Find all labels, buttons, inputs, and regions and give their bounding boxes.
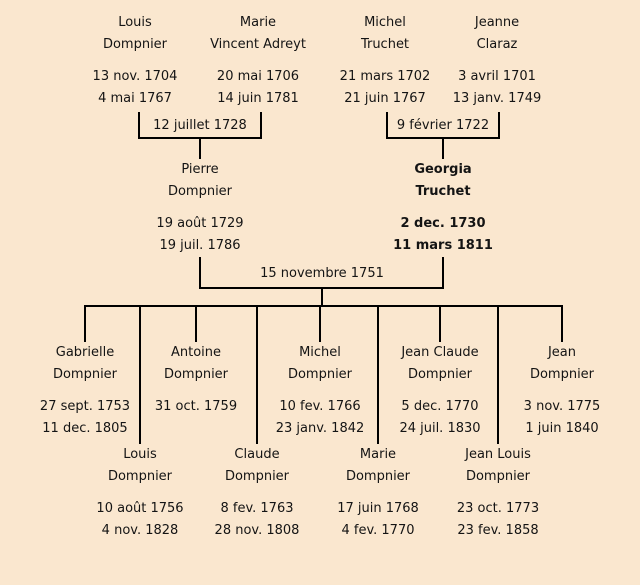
person-last-name: Dompnier: [167, 184, 233, 199]
person-death-date: 4 fev. 1770: [341, 523, 415, 538]
person-first-name: Jean: [547, 345, 577, 360]
person-first-name: Antoine: [170, 345, 222, 360]
person-death-date: 1 juin 1840: [525, 421, 599, 436]
connector-line: [138, 112, 140, 139]
person-first-name: Claude: [234, 447, 280, 462]
person-last-name: Dompnier: [102, 37, 168, 52]
connector-line: [199, 137, 201, 159]
person-last-name: Dompnier: [224, 469, 290, 484]
person-death-date: 13 janv. 1749: [452, 91, 542, 106]
person-last-name: Truchet: [360, 37, 410, 52]
person-first-name: Louis: [118, 15, 152, 30]
person-birth-date: 10 fev. 1766: [279, 399, 361, 414]
connector-line: [439, 305, 441, 342]
person-death-date: 4 mai 1767: [98, 91, 172, 106]
person-marie-vincent-adreyt: Marie Vincent Adreyt 20 mai 1706 14 juin…: [183, 12, 333, 110]
person-death-date: 11 dec. 1805: [42, 421, 128, 436]
connector-line: [321, 287, 323, 307]
person-last-name: Dompnier: [163, 367, 229, 382]
person-birth-date: 10 août 1756: [96, 501, 184, 516]
person-georgia-truchet: Georgia Truchet 2 dec. 1730 11 mars 1811: [368, 159, 518, 257]
person-michel-truchet: Michel Truchet 21 mars 1702 21 juin 1767: [310, 12, 460, 110]
person-first-name: Jeanne: [474, 15, 520, 30]
person-birth-date: 3 avril 1701: [458, 69, 536, 84]
person-first-name: Louis: [123, 447, 157, 462]
person-louis-dompnier-jr: Louis Dompnier 10 août 1756 4 nov. 1828: [65, 444, 215, 542]
person-last-name: Vincent Adreyt: [210, 37, 306, 52]
person-jean-claude-dompnier: Jean Claude Dompnier 5 dec. 1770 24 juil…: [365, 342, 515, 440]
person-death-date: 4 nov. 1828: [101, 523, 179, 538]
person-birth-date: 5 dec. 1770: [401, 399, 479, 414]
person-birth-date: 23 oct. 1773: [456, 501, 540, 516]
person-first-name: Marie: [239, 15, 277, 30]
person-death-date: 28 nov. 1808: [214, 523, 300, 538]
person-first-name: Jean Claude: [401, 345, 479, 360]
marriage-date-label: 12 juillet 1728: [153, 118, 247, 133]
person-first-name: Gabrielle: [55, 345, 115, 360]
connector-line: [386, 112, 388, 139]
connector-line: [377, 305, 379, 444]
person-jeanne-claraz: Jeanne Claraz 3 avril 1701 13 janv. 1749: [422, 12, 572, 110]
person-death-date: 23 janv. 1842: [275, 421, 365, 436]
person-first-name: Michel: [364, 15, 406, 30]
person-last-name: Dompnier: [407, 367, 473, 382]
connector-line: [139, 305, 141, 444]
person-first-name: Georgia: [414, 162, 472, 177]
person-last-name: Claraz: [476, 37, 518, 52]
person-jean-dompnier: Jean Dompnier 3 nov. 1775 1 juin 1840: [487, 342, 637, 440]
person-birth-date: 8 fev. 1763: [220, 501, 294, 516]
person-last-name: Dompnier: [107, 469, 173, 484]
person-pierre-dompnier: Pierre Dompnier 19 août 1729 19 juil. 17…: [125, 159, 275, 257]
connector-line: [256, 305, 258, 444]
person-birth-date: 13 nov. 1704: [92, 69, 178, 84]
connector-line: [497, 305, 499, 444]
person-last-name: Dompnier: [529, 367, 595, 382]
person-gabrielle-dompnier: Gabrielle Dompnier 27 sept. 1753 11 dec.…: [10, 342, 160, 440]
person-jean-louis-dompnier: Jean Louis Dompnier 23 oct. 1773 23 fev.…: [423, 444, 573, 542]
person-first-name: Marie: [359, 447, 397, 462]
person-last-name: Dompnier: [287, 367, 353, 382]
person-last-name: Truchet: [415, 184, 471, 199]
person-louis-dompnier-sr: Louis Dompnier 13 nov. 1704 4 mai 1767: [60, 12, 210, 110]
person-claude-dompnier: Claude Dompnier 8 fev. 1763 28 nov. 1808: [182, 444, 332, 542]
person-birth-date: 19 août 1729: [156, 216, 244, 231]
connector-line: [199, 257, 201, 289]
sibling-connector-bar: [84, 305, 563, 307]
person-death-date: 14 juin 1781: [217, 91, 299, 106]
person-death-date: 11 mars 1811: [393, 238, 493, 253]
person-first-name: Michel: [299, 345, 341, 360]
connector-line: [84, 305, 86, 342]
connector-line: [260, 112, 262, 139]
person-michel-dompnier: Michel Dompnier 10 fev. 1766 23 janv. 18…: [245, 342, 395, 440]
person-birth-date: 20 mai 1706: [216, 69, 300, 84]
connector-line: [442, 137, 444, 159]
person-birth-date: 27 sept. 1753: [39, 399, 131, 414]
marriage-date-label: 15 novembre 1751: [260, 266, 384, 281]
person-last-name: Dompnier: [52, 367, 118, 382]
marriage-date-label: 9 février 1722: [396, 118, 490, 133]
person-death-date: 19 juil. 1786: [159, 238, 241, 253]
person-birth-date: 3 nov. 1775: [523, 399, 601, 414]
person-antoine-dompnier: Antoine Dompnier 31 oct. 1759: [121, 342, 271, 418]
connector-line: [319, 305, 321, 342]
person-first-name: Pierre: [181, 162, 219, 177]
person-death-date: 21 juin 1767: [344, 91, 426, 106]
person-death-date: 23 fev. 1858: [457, 523, 539, 538]
person-birth-date: 31 oct. 1759: [154, 399, 238, 414]
connector-line: [442, 257, 444, 289]
connector-line: [195, 305, 197, 342]
person-marie-dompnier: Marie Dompnier 17 juin 1768 4 fev. 1770: [303, 444, 453, 542]
person-first-name: Jean Louis: [465, 447, 531, 462]
person-birth-date: 21 mars 1702: [339, 69, 431, 84]
person-death-date: 24 juil. 1830: [399, 421, 481, 436]
person-birth-date: 17 juin 1768: [337, 501, 419, 516]
connector-line: [498, 112, 500, 139]
person-last-name: Dompnier: [465, 469, 531, 484]
person-birth-date: 2 dec. 1730: [400, 216, 486, 231]
person-last-name: Dompnier: [345, 469, 411, 484]
connector-line: [561, 305, 563, 342]
